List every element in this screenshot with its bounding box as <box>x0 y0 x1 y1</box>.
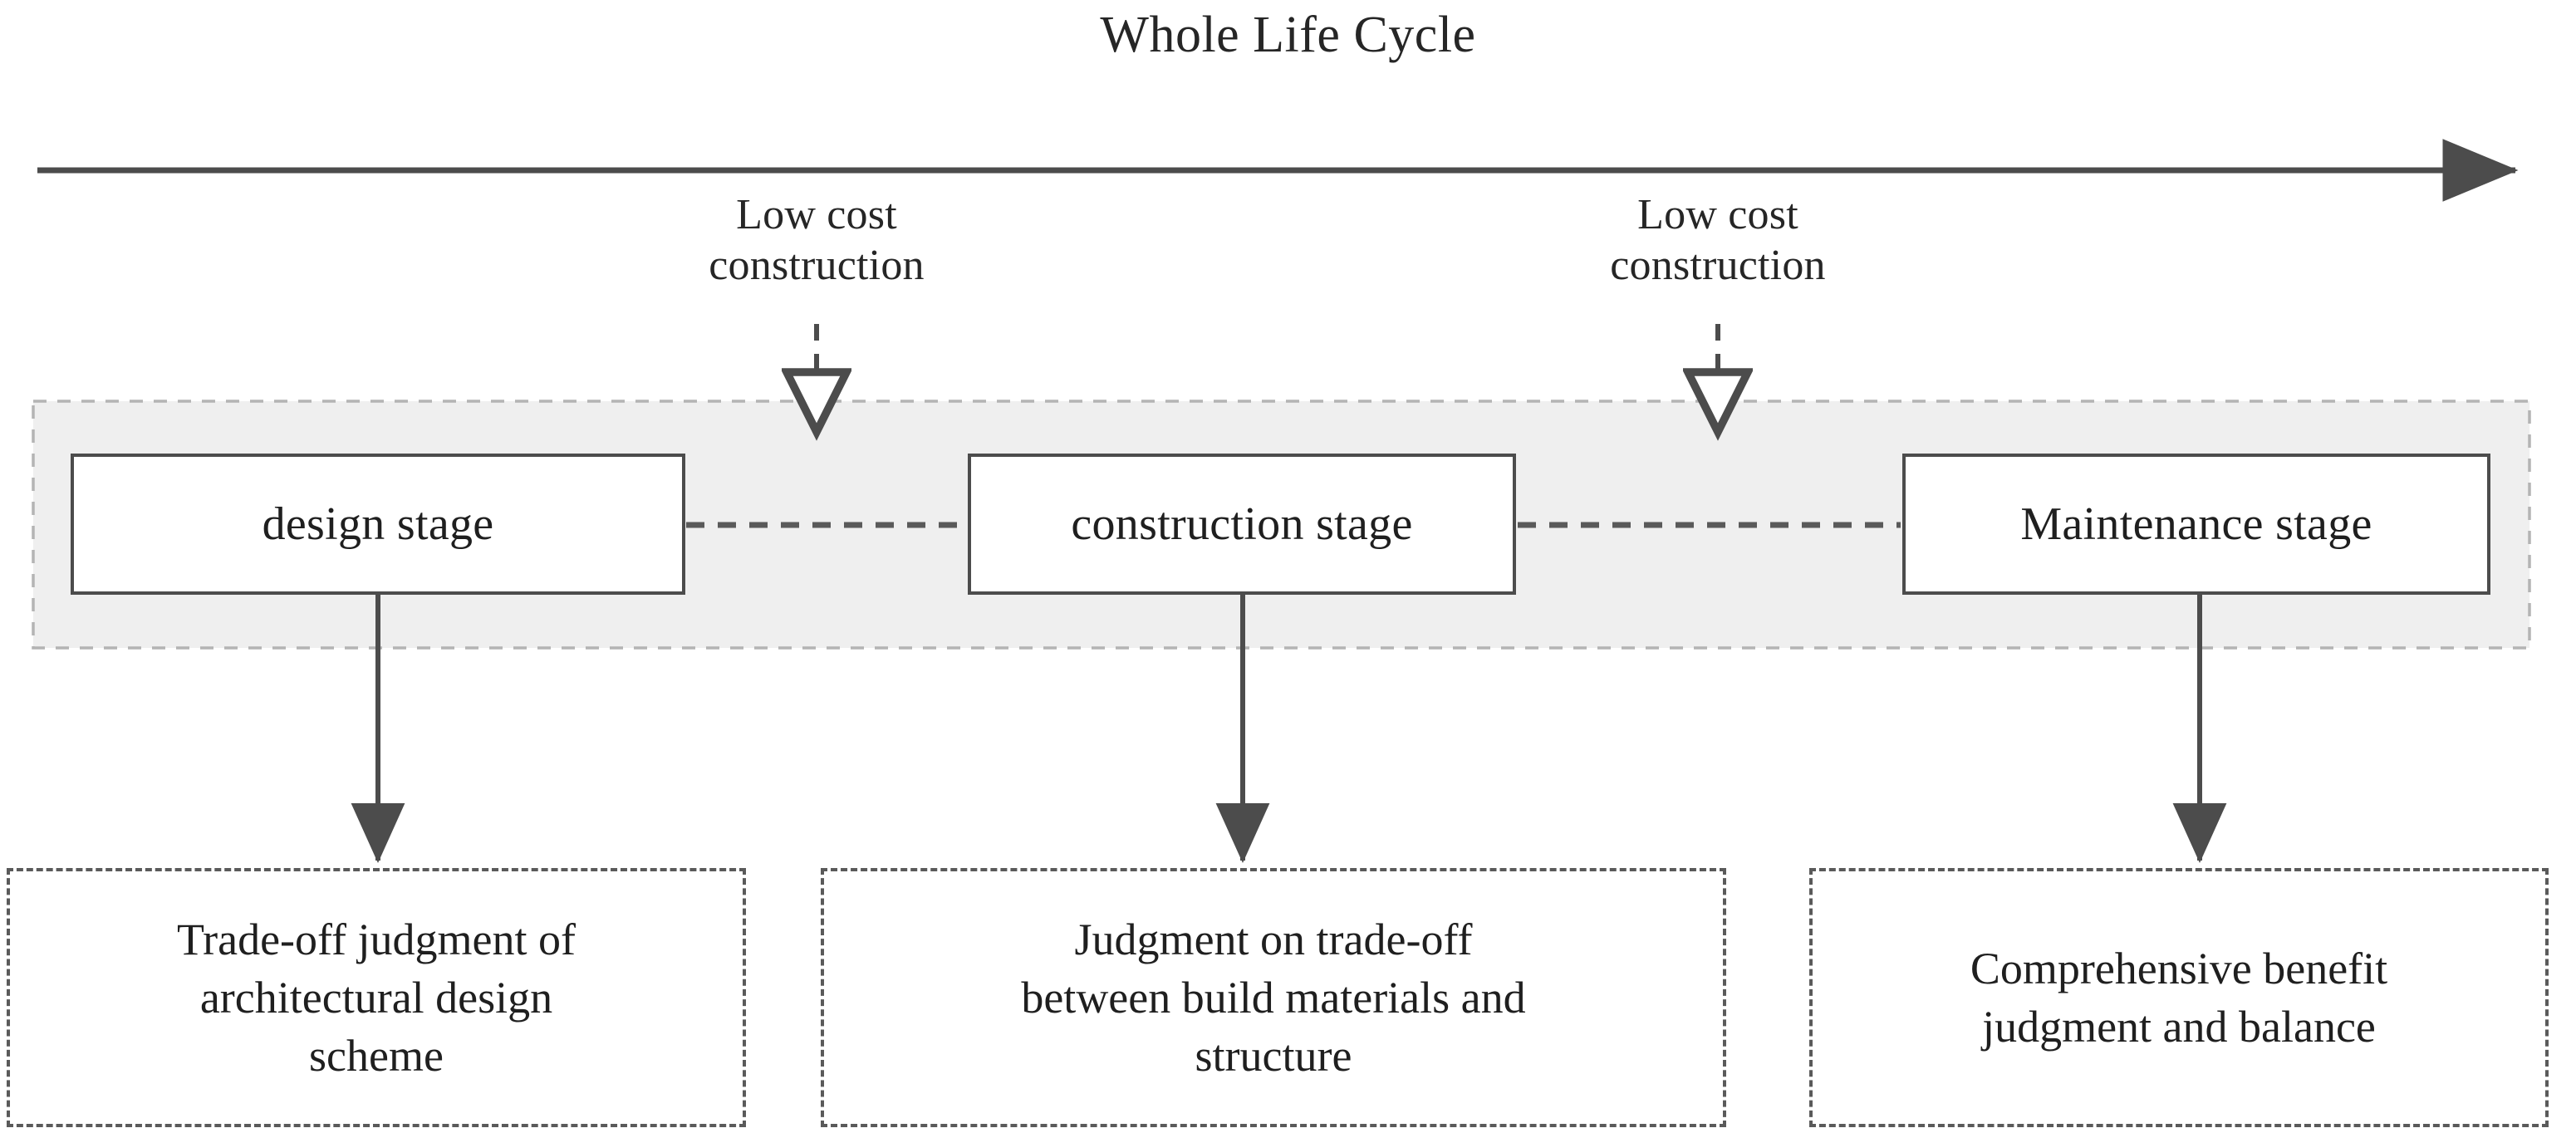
outcome-box-construction[interactable]: Judgment on trade-off between build mate… <box>821 868 1726 1127</box>
page-title: Whole Life Cycle <box>1100 7 1476 63</box>
outcome-box-maintenance[interactable]: Comprehensive benefit judgment and balan… <box>1809 868 2549 1127</box>
annotation-label-2: Low cost construction <box>1610 191 1826 290</box>
stage-box-construction[interactable]: construction stage <box>968 454 1516 595</box>
stage-box-design[interactable]: design stage <box>71 454 685 595</box>
outcome-box-design[interactable]: Trade-off judgment of architectural desi… <box>7 868 746 1127</box>
annotation-label-1: Low cost construction <box>709 191 925 290</box>
stage-box-maintenance[interactable]: Maintenance stage <box>1902 454 2490 595</box>
